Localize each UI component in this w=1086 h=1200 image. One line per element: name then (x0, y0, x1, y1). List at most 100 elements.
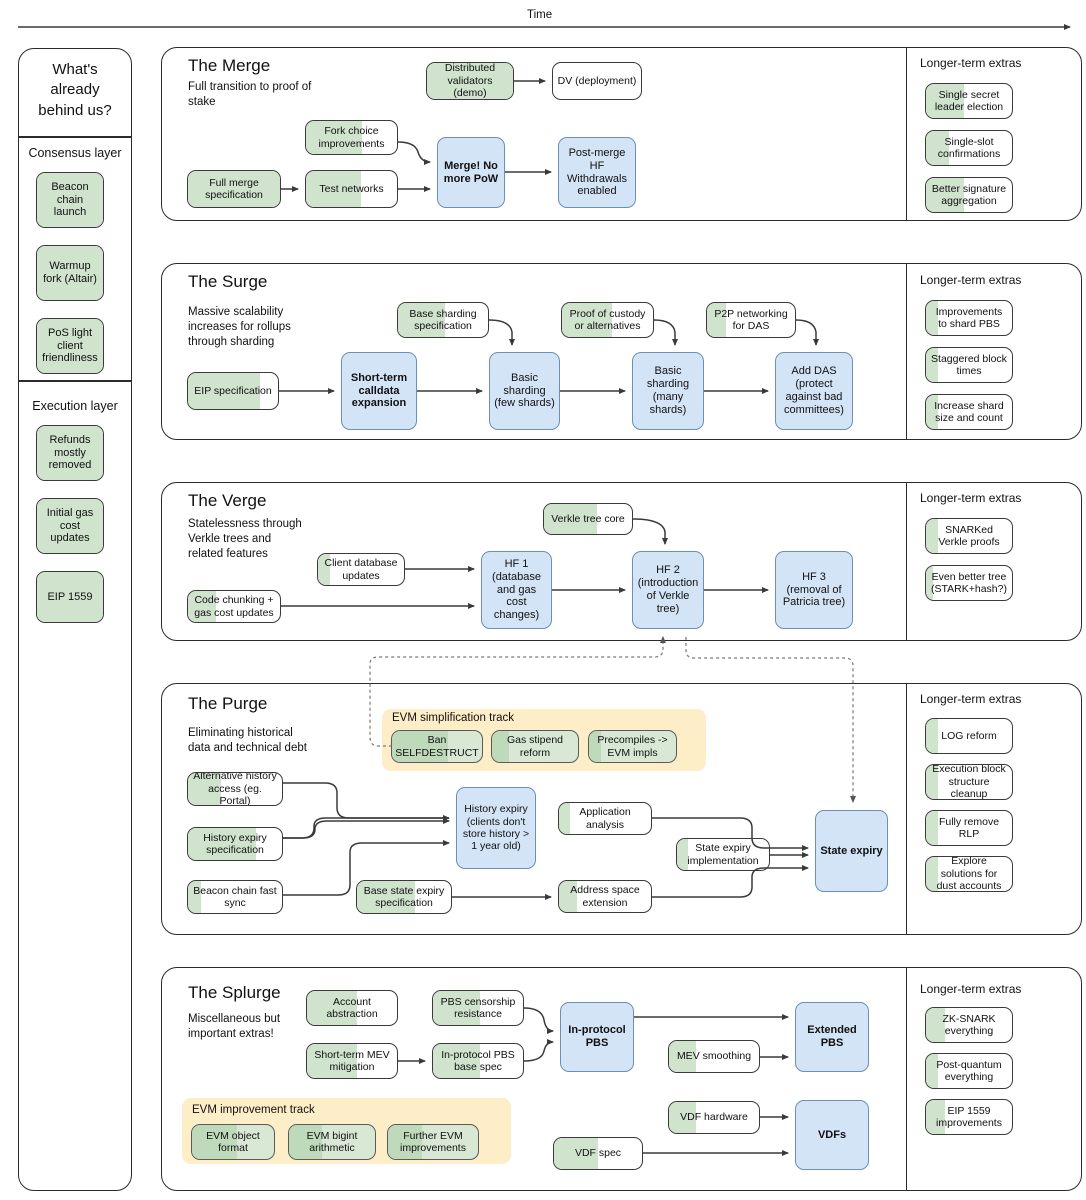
section-subtitle-merge: Full transition to proof of stake (188, 81, 312, 108)
node-label: EIP 1559 (47, 590, 93, 603)
node-further-evm-improvements[interactable]: Further EVM improvements (387, 1124, 479, 1160)
node-account-abstraction[interactable]: Account abstraction (306, 990, 398, 1026)
node-base-state-expiry-specification[interactable]: Base state expiry specification (356, 880, 452, 914)
node-hf-3[interactable]: HF 3 (removal of Patricia tree) (775, 551, 853, 629)
node-vdf-spec[interactable]: VDF spec (553, 1137, 643, 1170)
node-label: Fully remove RLP (938, 815, 1000, 840)
extras-divider-verge (906, 482, 908, 641)
node-fork-choice-improvements[interactable]: Fork choice improvements (305, 120, 398, 155)
node-test-networks[interactable]: Test networks (305, 170, 398, 208)
rail-item-eip-1559[interactable]: EIP 1559 (36, 571, 104, 623)
node-basic-sharding-many-shards[interactable]: Basic sharding (many shards) (632, 352, 704, 430)
node-state-expiry[interactable]: State expiry (815, 810, 888, 892)
node-address-space-extension[interactable]: Address space extension (558, 880, 652, 913)
extra-increase-shard-size-and-count[interactable]: Increase shard size and count (925, 394, 1013, 430)
node-history-expiry[interactable]: History expiry (clients don't store hist… (456, 787, 536, 869)
node-label: PBS censorship resistance (440, 995, 516, 1020)
extra-improvements-to-shard-pbs[interactable]: Improvements to shard PBS (925, 300, 1013, 336)
node-add-das[interactable]: Add DAS (protect against bad committees) (775, 352, 853, 430)
node-ban-selfdestruct[interactable]: Ban SELFDESTRUCT (391, 730, 483, 763)
extra-post-quantum-everything[interactable]: Post-quantum everything (925, 1053, 1013, 1089)
node-client-database-updates[interactable]: Client database updates (317, 553, 405, 586)
node-extended-pbs[interactable]: Extended PBS (795, 1002, 869, 1072)
node-history-expiry-specification[interactable]: History expiry specification (187, 827, 283, 861)
extra-execution-block-structure-cleanup[interactable]: Execution block structure cleanup (925, 764, 1013, 800)
node-short-term-mev-mitigation[interactable]: Short-term MEV mitigation (306, 1043, 398, 1079)
node-label: Single-slot confirmations (937, 135, 1001, 160)
node-label: Short-term calldata expansion (350, 371, 408, 410)
extra-log-reform[interactable]: LOG reform (925, 718, 1013, 754)
extra-fully-remove-rlp[interactable]: Fully remove RLP (925, 810, 1013, 846)
progress-fill (926, 719, 939, 753)
node-full-merge-specification[interactable]: Full merge specification (187, 170, 281, 208)
node-alternative-history-access[interactable]: Alternative history access (eg. Portal) (187, 772, 283, 806)
node-label: LOG reform (941, 729, 997, 742)
section-title-verge: The Verge (188, 491, 267, 510)
node-label: Beacon chain fast sync (193, 884, 277, 909)
node-label: Client database updates (324, 557, 398, 582)
extra-better-signature-aggregation[interactable]: Better signature aggregation (925, 177, 1013, 213)
node-beacon-chain-fast-sync[interactable]: Beacon chain fast sync (187, 880, 283, 914)
node-evm-object-format[interactable]: EVM object format (191, 1124, 275, 1160)
node-merge-no-more-pow[interactable]: Merge! No more PoW (437, 137, 505, 208)
node-label: State expiry implementation (687, 842, 759, 867)
node-p2p-networking-for-das[interactable]: P2P networking for DAS (706, 302, 796, 338)
node-code-chunking-gas-cost-updates[interactable]: Code chunking + gas cost updates (187, 590, 281, 623)
node-label: Explore solutions for dust accounts (936, 856, 1002, 892)
node-mev-smoothing[interactable]: MEV smoothing (668, 1040, 760, 1073)
node-hf-2[interactable]: HF 2 (introduction of Verkle tree) (632, 551, 704, 629)
node-precompiles-to-evm-impls[interactable]: Precompiles -> EVM impls (588, 730, 677, 763)
rail-item-pos-light-client-friendliness[interactable]: PoS light client friendliness (36, 318, 104, 374)
section-subtitle-verge: Statelessness through Verkle trees and r… (188, 518, 302, 560)
node-proof-of-custody-or-alternatives[interactable]: Proof of custody or alternatives (561, 302, 654, 338)
node-application-analysis[interactable]: Application analysis (558, 802, 652, 835)
extra-staggered-block-times[interactable]: Staggered block times (925, 347, 1013, 383)
node-label: HF 2 (introduction of Verkle tree) (637, 564, 699, 615)
node-in-protocol-pbs-base-spec[interactable]: In-protocol PBS base spec (432, 1043, 524, 1079)
node-label: Staggered block times (931, 352, 1007, 377)
section-subtitle-surge: Massive scalability increases for rollup… (188, 306, 291, 348)
node-label: Code chunking + gas cost updates (194, 594, 274, 619)
extra-explore-solutions-for-dust-accounts[interactable]: Explore solutions for dust accounts (925, 856, 1013, 892)
node-post-merge-hf[interactable]: Post-merge HF Withdrawals enabled (558, 137, 636, 208)
extras-divider-surge (906, 263, 908, 440)
node-label: Full merge specification (205, 176, 263, 201)
node-pbs-censorship-resistance[interactable]: PBS censorship resistance (432, 990, 524, 1026)
rail-heading-box (18, 48, 132, 137)
extras-title-surge: Longer-term extras (920, 273, 1022, 287)
node-evm-bigint-arithmetic[interactable]: EVM bigint arithmetic (288, 1124, 376, 1160)
node-vdfs[interactable]: VDFs (795, 1100, 869, 1170)
node-label: Merge! No more PoW (443, 159, 499, 185)
rail-section-label-consensus: Consensus layer (28, 146, 122, 160)
extra-zk-snark-everything[interactable]: ZK-SNARK everything (925, 1007, 1013, 1043)
node-vdf-hardware[interactable]: VDF hardware (668, 1101, 760, 1134)
node-base-sharding-specification[interactable]: Base sharding specification (397, 302, 489, 338)
node-label: EIP specification (194, 384, 272, 397)
node-in-protocol-pbs[interactable]: In-protocol PBS (560, 1002, 634, 1072)
extra-even-better-tree[interactable]: Even better tree (STARK+hash?) (925, 565, 1013, 601)
extra-eip-1559-improvements[interactable]: EIP 1559 improvements (925, 1099, 1013, 1135)
node-eip-specification[interactable]: EIP specification (187, 372, 279, 410)
node-basic-sharding-few-shards[interactable]: Basic sharding (few shards) (489, 352, 560, 430)
extra-snarked-verkle-proofs[interactable]: SNARKed Verkle proofs (925, 518, 1013, 554)
node-distributed-validators-demo[interactable]: Distributed validators (demo) (426, 62, 514, 100)
node-hf-1[interactable]: HF 1 (database and gas cost changes) (481, 551, 552, 629)
node-dv-deployment[interactable]: DV (deployment) (552, 62, 642, 100)
node-label: Distributed validators (demo) (444, 62, 496, 100)
rail-item-beacon-chain-launch[interactable]: Beacon chain launch (36, 172, 104, 228)
node-gas-stipend-reform[interactable]: Gas stipend reform (491, 730, 579, 763)
node-label: Verkle tree core (551, 512, 625, 525)
extra-single-secret-leader-election[interactable]: Single secret leader election (925, 83, 1013, 119)
node-label: Beacon chain launch (51, 180, 89, 219)
node-label: Proof of custody or alternatives (569, 307, 646, 332)
node-verkle-tree-core[interactable]: Verkle tree core (543, 503, 633, 535)
node-label: HF 1 (database and gas cost changes) (492, 557, 541, 622)
rail-item-warmup-fork-altair[interactable]: Warmup fork (Altair) (36, 245, 104, 301)
node-label: Basic sharding (many shards) (646, 365, 690, 416)
rail-item-initial-gas-cost-updates[interactable]: Initial gas cost updates (36, 498, 104, 554)
extra-single-slot-confirmations[interactable]: Single-slot confirmations (925, 130, 1013, 166)
node-short-term-calldata-expansion[interactable]: Short-term calldata expansion (341, 352, 417, 430)
node-state-expiry-implementation[interactable]: State expiry implementation (676, 838, 770, 871)
rail-item-refunds-mostly-removed[interactable]: Refunds mostly removed (36, 425, 104, 481)
node-label: Extended PBS (807, 1024, 857, 1049)
